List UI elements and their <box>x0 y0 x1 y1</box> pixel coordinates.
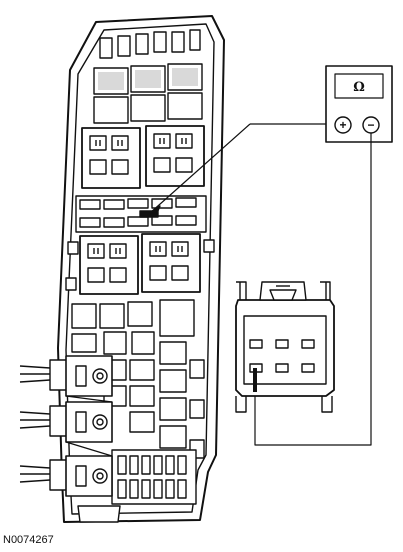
connector-pin-cavity <box>249 339 263 349</box>
middle-fuse-rows <box>75 195 207 233</box>
small-relay-row <box>71 299 195 355</box>
top-mini-fuse-row <box>99 29 201 59</box>
multimeter <box>325 65 393 143</box>
negative-test-lead <box>254 133 372 446</box>
meter-ohm-symbol: Ω <box>353 80 365 95</box>
lower-relay-pair <box>65 233 215 295</box>
right-relay-column <box>103 341 205 459</box>
figure-reference-number: N0074267 <box>3 534 54 546</box>
cable-terminals <box>19 355 113 497</box>
wiring-connector <box>235 281 335 413</box>
connector-pin-cavity <box>301 363 315 373</box>
fuse-relay-box <box>19 15 225 523</box>
bottom-fuse-blocks <box>111 449 197 505</box>
connector-pin-cavity <box>301 339 315 349</box>
top-relay-block <box>93 63 203 124</box>
connector-pin-cavity <box>275 363 289 373</box>
meter-display <box>334 73 384 99</box>
meter-positive-label: + <box>339 118 346 132</box>
meter-negative-label: − <box>367 118 374 132</box>
positive-test-lead <box>149 123 333 214</box>
connector-pin-cavity <box>275 339 289 349</box>
upper-relay-pair <box>81 125 205 189</box>
fuse-box-inner-outline <box>65 23 215 515</box>
meter-positive-jack <box>334 116 352 134</box>
bottom-mount-tab <box>77 505 121 523</box>
